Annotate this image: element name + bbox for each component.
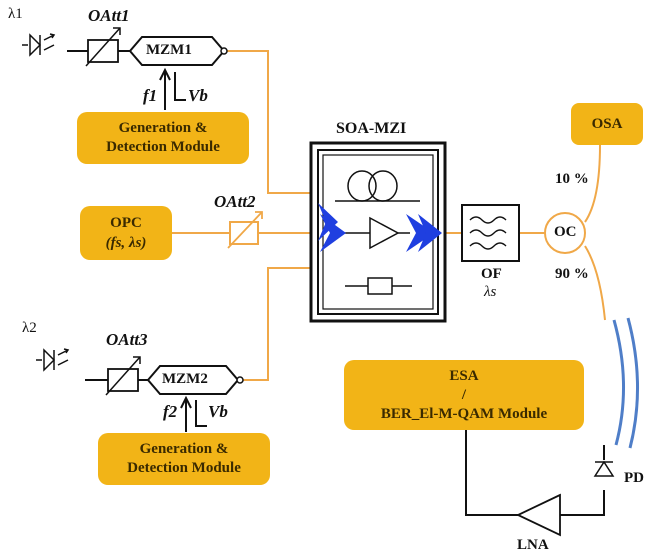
osa-module: OSA <box>571 103 643 145</box>
oatt2-label: OAtt2 <box>214 192 256 211</box>
lna-icon <box>515 493 561 537</box>
lna-label: LNA <box>517 537 549 553</box>
optical-coupler-icon <box>544 212 586 254</box>
mzm2-bias-label: Vb <box>208 402 228 421</box>
laser-1-label: λ1 <box>8 6 23 22</box>
generation-detection-module-1: Generation &Detection Module <box>77 112 249 164</box>
laser-1-icon <box>22 33 56 57</box>
fiber-mzm1-to-soa <box>226 50 315 194</box>
attenuator-3-icon <box>105 356 141 396</box>
oatt1-label: OAtt1 <box>88 6 130 25</box>
soa-mzi-block <box>309 141 447 323</box>
optical-filter-icon <box>461 204 520 262</box>
mzm1-label: MZM1 <box>146 42 192 58</box>
esa-ber-module: ESA/BER_El-M-QAM Module <box>344 360 584 430</box>
mzm1-freq-label: f1 <box>143 86 158 105</box>
attenuator-2-icon <box>227 211 263 249</box>
mzm2-freq-label: f2 <box>163 402 178 421</box>
generation-detection-module-2: Generation &Detection Module <box>98 433 270 485</box>
electrical-lines <box>67 50 605 516</box>
mzm2-label: MZM2 <box>162 371 208 387</box>
pd-label: PD <box>624 470 644 486</box>
filter-label: OF <box>481 266 502 282</box>
coupler-lower-ratio: 90 % <box>555 266 589 282</box>
mzm2-icon <box>146 365 244 395</box>
laser-2-icon <box>36 348 70 372</box>
coupler-upper-ratio: 10 % <box>555 171 589 187</box>
fiber-lines <box>172 50 606 381</box>
laser-2-label: λ2 <box>22 320 37 336</box>
photodiode-icon <box>593 460 615 477</box>
oatt3-label: OAtt3 <box>106 330 148 349</box>
soa-amplifier-icon <box>340 216 410 250</box>
free-space-beam-icon <box>612 317 639 449</box>
blue-arrow-icons <box>318 203 442 252</box>
fiber-oc-to-pd <box>584 245 606 321</box>
fiber-coil-icon <box>335 170 420 202</box>
coupler-label: OC <box>554 224 577 240</box>
mzm1-icon <box>128 36 228 66</box>
mzm1-bias-label: Vb <box>188 86 208 105</box>
fiber-mzm2-to-soa <box>240 267 315 381</box>
filter-wavelength-label: λs <box>484 284 497 300</box>
fiber-oc-to-osa <box>584 128 601 223</box>
soa-mzi-title: SOA-MZI <box>336 120 407 137</box>
opc-module: OPC(fs, λs) <box>80 206 172 260</box>
isolator-icon <box>345 277 412 295</box>
attenuator-1-icon <box>85 27 121 67</box>
